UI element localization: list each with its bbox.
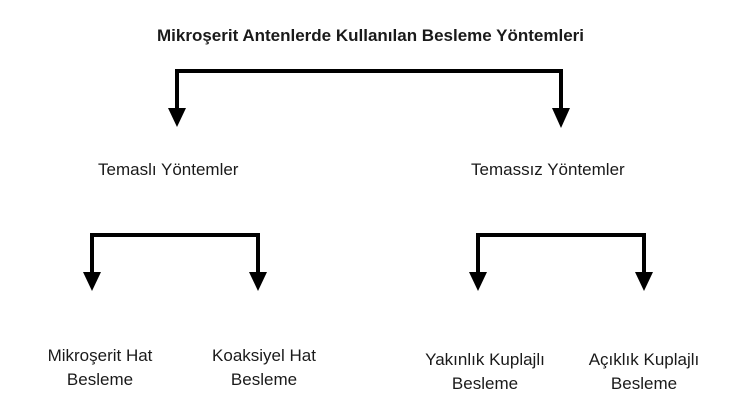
diagram-title: Mikroşerit Antenlerde Kullanılan Besleme… [156, 26, 585, 45]
arrow-down-icon [552, 108, 570, 128]
leaf-line1: Mikroşerit Hat [47, 346, 153, 365]
root-connector [168, 69, 570, 128]
leaf-line1: Koaksiyel Hat [212, 346, 316, 365]
contact-connector [83, 233, 267, 291]
leaf-line2: Besleme [451, 374, 519, 393]
arrow-down-icon [249, 272, 267, 291]
arrow-down-icon [83, 272, 101, 291]
noncontact-connector [469, 233, 653, 291]
category-contact: Temaslı Yöntemler [98, 160, 239, 179]
leaf-line1: Yakınlık Kuplajlı [425, 350, 545, 369]
leaf-coaxial-feed: Koaksiyel Hat Besleme [199, 344, 329, 392]
arrow-down-icon [635, 272, 653, 291]
leaf-line2: Besleme [230, 370, 298, 389]
leaf-proximity-coupled-feed: Yakınlık Kuplajlı Besleme [410, 348, 560, 396]
arrow-down-icon [469, 272, 487, 291]
leaf-line1: Açıklık Kuplajlı [588, 350, 700, 369]
leaf-microstrip-line-feed: Mikroşerit Hat Besleme [30, 344, 170, 392]
leaf-line2: Besleme [66, 370, 134, 389]
leaf-aperture-coupled-feed: Açıklık Kuplajlı Besleme [574, 348, 714, 396]
leaf-line2: Besleme [610, 374, 678, 393]
category-noncontact: Temassız Yöntemler [471, 160, 625, 179]
arrow-down-icon [168, 108, 186, 127]
